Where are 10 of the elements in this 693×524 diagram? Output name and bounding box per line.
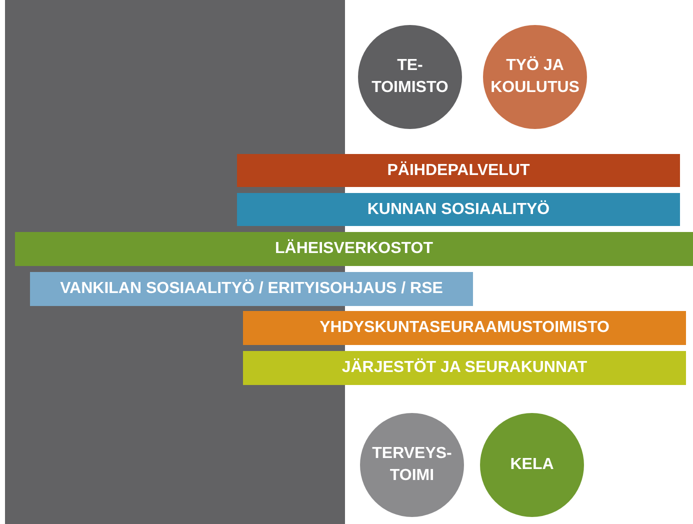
circle-node: TYÖ JA KOULUTUS: [483, 25, 587, 129]
circle-node: TERVEYS- TOIMI: [360, 413, 464, 517]
bar: KUNNAN SOSIAALITYÖ: [237, 193, 680, 226]
bar: LÄHEISVERKOSTOT: [15, 232, 693, 266]
circle-node: KELA: [480, 413, 584, 517]
bar: VANKILAN SOSIAALITYÖ / ERITYISOHJAUS / RSE: [30, 272, 473, 306]
circle-node: TE- TOIMISTO: [358, 25, 462, 129]
bar: PÄIHDEPALVELUT: [237, 154, 680, 187]
bar: JÄRJESTÖT JA SEURAKUNNAT: [243, 351, 686, 385]
bar: YHDYSKUNTASEURAAMUSTOIMISTO: [243, 311, 686, 345]
